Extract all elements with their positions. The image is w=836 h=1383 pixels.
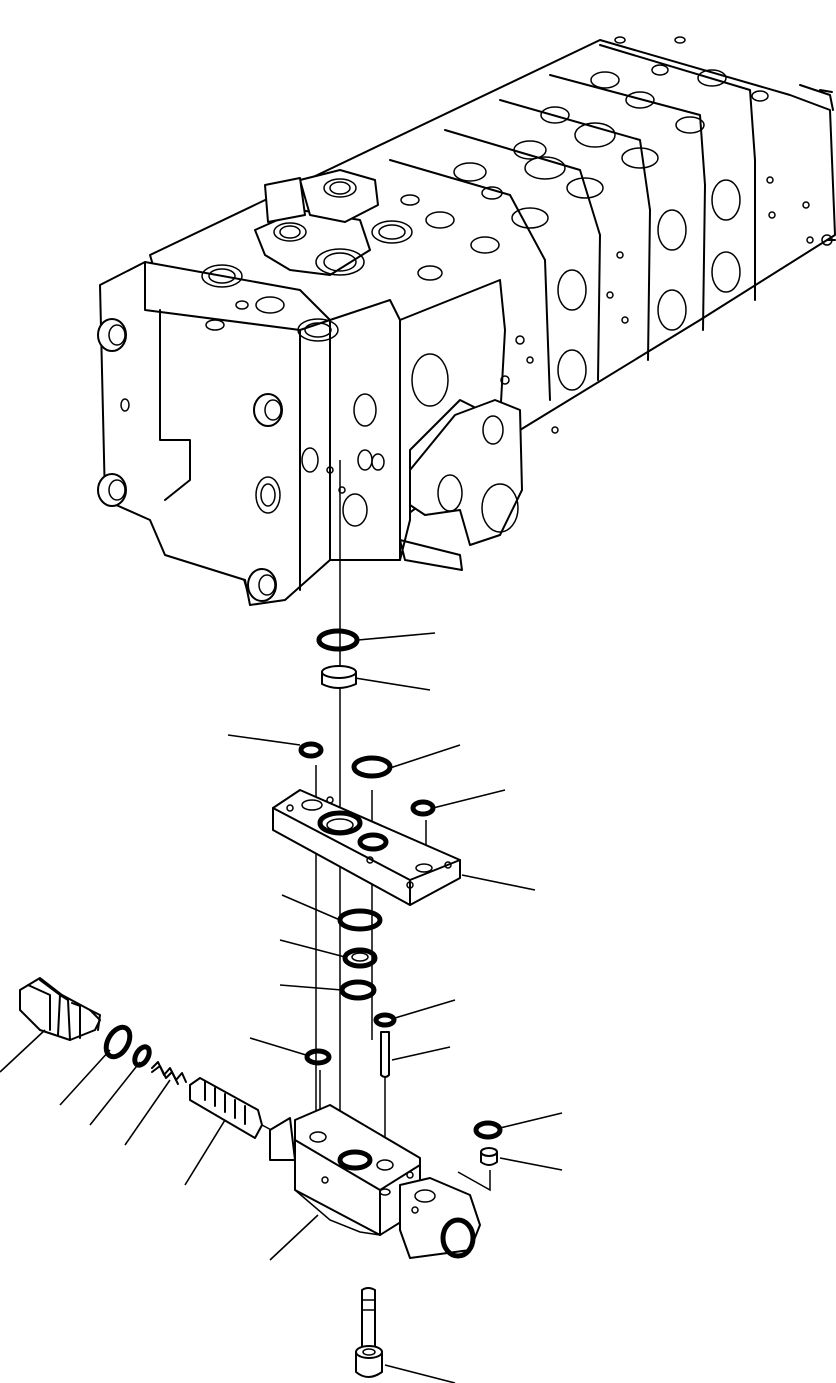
- leader-line-1: [357, 632, 436, 641]
- leader-line-2: [354, 677, 431, 691]
- o-ring-port-left: [304, 1048, 332, 1066]
- leader-line-20: [269, 1214, 319, 1261]
- leader-line-7: [281, 894, 341, 921]
- leader-line-19: [184, 1119, 226, 1186]
- spacer-ring: [321, 665, 357, 689]
- leader-line-9: [279, 984, 343, 991]
- bolt-head-icon: [97, 318, 283, 602]
- o-ring-top: [316, 628, 360, 652]
- leader-line-16: [59, 1049, 111, 1106]
- seat-washer: [342, 947, 378, 969]
- cover-plate: [272, 789, 461, 906]
- leader-line-6: [461, 874, 536, 891]
- o-ring-lower: [339, 979, 377, 1001]
- snap-ring: [132, 1044, 152, 1068]
- leader-line-4: [389, 744, 461, 769]
- o-ring-middle: [337, 908, 383, 932]
- leader-line-17: [89, 1061, 141, 1126]
- o-ring-small-left: [298, 741, 324, 759]
- o-ring-pin: [373, 1012, 397, 1028]
- backup-ring: [103, 1024, 133, 1060]
- leader-line-3: [227, 734, 301, 746]
- leader-line-21: [384, 1364, 456, 1383]
- leader-line-15: [0, 1029, 46, 1073]
- valve-body-lower: [269, 1104, 481, 1259]
- leader-line-5: [432, 789, 506, 809]
- leader-line-8: [279, 939, 346, 958]
- main-valve-block: [97, 36, 836, 606]
- socket-head-bolt: [355, 1287, 383, 1378]
- leader-line-10: [394, 999, 456, 1019]
- callout-leaders: [0, 632, 563, 1383]
- o-ring-large: [351, 755, 393, 779]
- leader-line-14: [499, 1157, 563, 1171]
- leader-line-12: [249, 1037, 307, 1056]
- leader-line-18: [124, 1079, 171, 1146]
- plug: [457, 1147, 498, 1192]
- leader-line-11: [391, 1046, 451, 1061]
- relief-valve-cartridge: [19, 977, 101, 1041]
- dowel-pin: [380, 1031, 390, 1078]
- spring: [151, 1061, 187, 1085]
- o-ring-port-right: [473, 1120, 503, 1140]
- o-ring-small-right: [410, 799, 436, 817]
- leader-line-13: [499, 1112, 563, 1129]
